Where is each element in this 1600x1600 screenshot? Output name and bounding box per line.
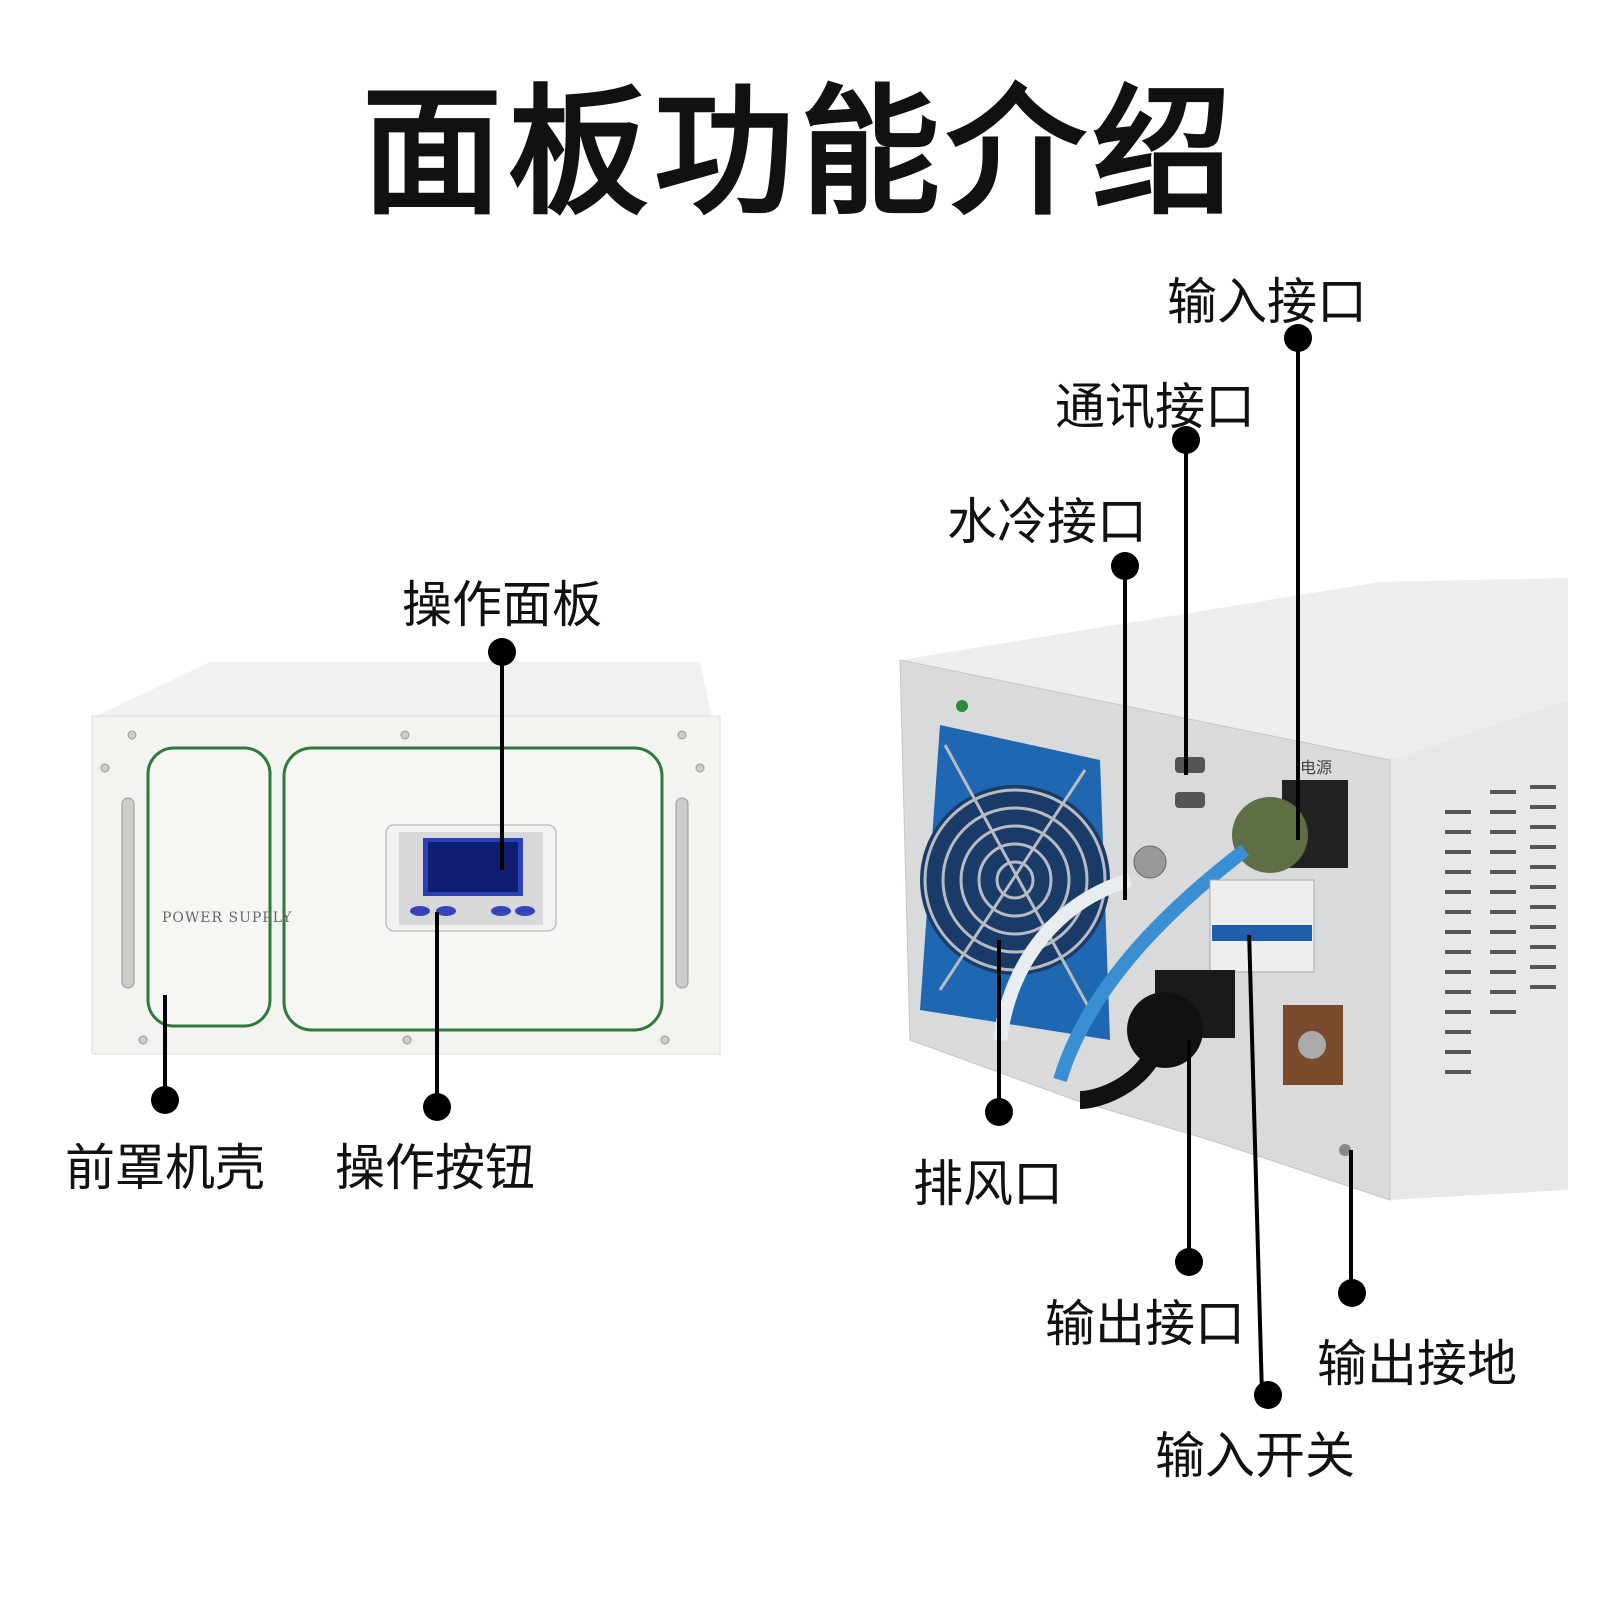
callout-line — [435, 912, 439, 1107]
callout-line — [163, 995, 167, 1100]
callout-label: 输入开关 — [1155, 1427, 1355, 1485]
svg-text:电源: 电源 — [1300, 758, 1332, 777]
callout-label: 输入接口 — [1167, 273, 1367, 331]
callout-label: 前罩机壳 — [65, 1139, 265, 1197]
callout-dot — [151, 1086, 179, 1114]
callout-dot — [1172, 426, 1200, 454]
front-brand-text: POWER SUPPLY — [162, 910, 293, 926]
callout-line — [1184, 440, 1188, 775]
callout-label: 水冷接口 — [947, 493, 1147, 551]
callout-dot — [423, 1093, 451, 1121]
callout-line — [500, 652, 504, 870]
callout-line — [997, 940, 1001, 1112]
page-title: 面板功能介绍 — [361, 72, 1238, 235]
callout-label: 输出接口 — [1045, 1295, 1245, 1353]
callout-label: 通讯接口 — [1055, 378, 1255, 436]
callout-dot — [1284, 324, 1312, 352]
callout-dot — [985, 1098, 1013, 1126]
callout-dot — [488, 638, 516, 666]
callout-dot — [1175, 1248, 1203, 1276]
callout-label: 排风口 — [913, 1155, 1063, 1213]
front-unit — [91, 662, 721, 1055]
callout-dot — [1254, 1381, 1282, 1409]
rear-unit: 电源 — [899, 578, 1568, 1201]
callout-label: 操作按钮 — [335, 1139, 535, 1197]
callout-line — [1349, 1150, 1353, 1293]
callout-dot — [1111, 552, 1139, 580]
callout-label: 操作面板 — [402, 576, 602, 634]
callout-line — [1187, 1040, 1191, 1262]
callout-line — [1296, 338, 1300, 840]
callout-label: 输出接地 — [1317, 1335, 1517, 1393]
callout-dot — [1338, 1279, 1366, 1307]
callout-line — [1123, 566, 1127, 900]
